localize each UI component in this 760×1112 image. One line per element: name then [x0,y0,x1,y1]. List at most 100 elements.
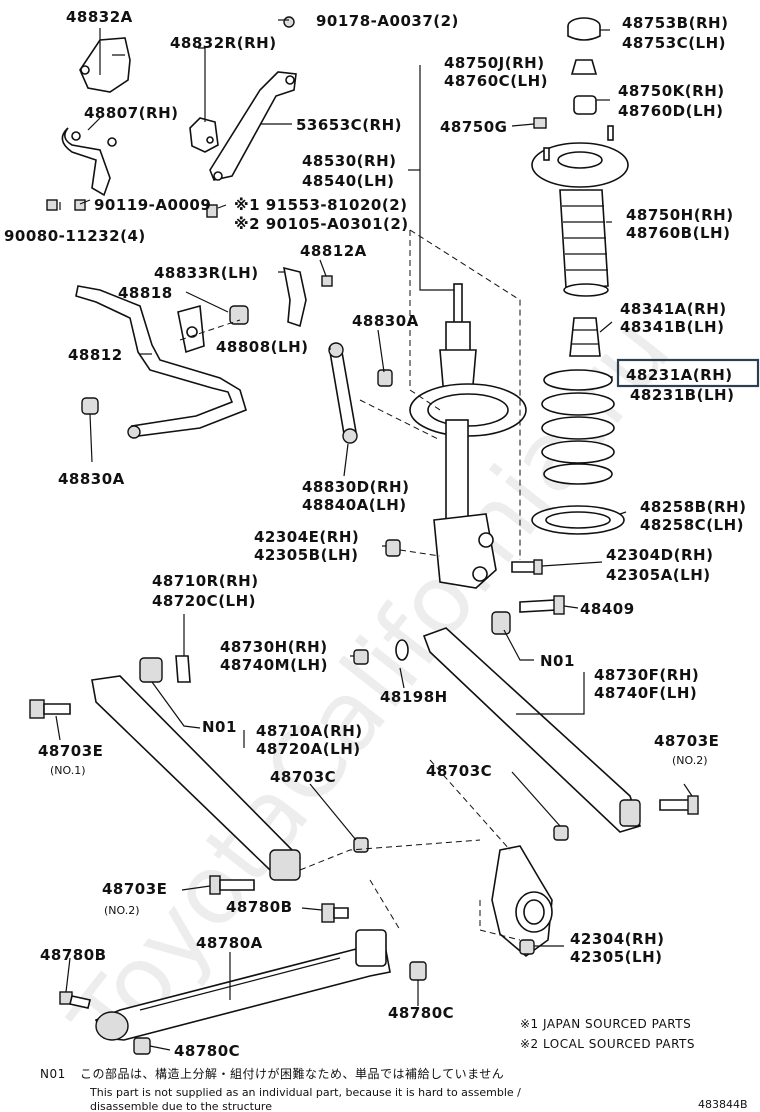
label-90119: 90119-A0009 [94,196,211,214]
bushing-48830A-top [377,369,393,387]
label-48231A: 48231A(RH) [626,366,733,384]
label-48760C: 48760C(LH) [444,72,548,90]
cap-48753B [567,17,601,41]
bracket-48807 [61,127,117,197]
bushing-48812A [321,275,333,287]
label-90105: ※2 90105-A0301(2) [234,215,409,233]
nut-48703C-right [553,825,569,841]
label-48703E-right: 48703E [654,732,719,750]
label-42305B: 42305B(LH) [254,546,358,564]
bolt-48703E-left [29,699,71,719]
label-90178: 90178-A0037(2) [316,12,459,30]
label-91553: ※1 91553-81020(2) [234,196,408,214]
labels: 48832A 90178-A0037(2) 48832R(RH) 48807(R… [4,8,760,1060]
bushing-48818 [229,305,249,325]
label-48780C-bottom: 48780C [174,1042,240,1060]
trailing-arm-48780A [94,929,391,1041]
label-48760B: 48760B(LH) [626,224,730,242]
stabilizer-bar-48812 [75,285,247,439]
label-48750J: 48750J(RH) [444,54,545,72]
label-NO1: (NO.1) [50,764,86,777]
nut-48780C-mid [409,961,427,981]
bump-stop-48341A [569,317,601,357]
note-japan-sourced: ※1 JAPAN SOURCED PARTS [520,1017,691,1031]
label-48710R: 48710R(RH) [152,572,259,590]
label-48753C: 48753C(LH) [622,34,726,52]
bracket-48710R [175,655,191,683]
label-N01-right: N01 [540,652,575,670]
label-48832R: 48832R(RH) [170,34,277,52]
bolt-48703E-mid [209,875,255,895]
label-NO2-right: (NO.2) [672,754,708,767]
label-48780C-mid: 48780C [388,1004,454,1022]
label-48812A: 48812A [300,242,367,260]
arm-48710A [91,657,302,881]
label-48807: 48807(RH) [84,104,179,122]
label-48780A: 48780A [196,934,263,952]
label-48730H: 48730H(RH) [220,638,328,656]
bracket-48808 [177,304,205,354]
label-48530: 48530(RH) [302,152,397,170]
bolt-48780B-left [59,991,91,1009]
bolt-91553 [206,204,218,218]
label-48409: 48409 [580,600,635,618]
label-53653C: 53653C(RH) [296,116,402,134]
shock-absorber-48530 [409,283,527,589]
label-48258C: 48258C(LH) [640,516,744,534]
label-48710A: 48710A(RH) [256,722,363,740]
note-local-sourced: ※2 LOCAL SOURCED PARTS [520,1037,695,1051]
label-48830A-top: 48830A [352,312,419,330]
label-48720C: 48720C(LH) [152,592,256,610]
bracket-48833R [282,266,307,328]
label-NO2-mid: (NO.2) [104,904,140,917]
label-48780B-mid: 48780B [226,898,293,916]
label-48750K: 48750K(RH) [618,82,725,100]
label-48740M: 48740M(LH) [220,656,328,674]
label-48258B: 48258B(RH) [640,498,746,516]
label-42304E: 42304E(RH) [254,528,359,546]
spring-seat-48258B [531,505,625,535]
label-42304: 42304(RH) [570,930,665,948]
label-42305A: 42305A(LH) [606,566,711,584]
bolt-42304E [385,539,401,557]
label-48780B-left: 48780B [40,946,107,964]
note-n01-english-2: disassemble due to the structure [90,1100,272,1112]
label-48703E-mid: 48703E [102,880,167,898]
arm-48730F [422,611,642,833]
knuckle-42304 [491,845,553,958]
label-48808: 48808(LH) [216,338,309,356]
leader-lines [55,19,693,1051]
label-48703E-left: 48703E [38,742,103,760]
label-90080: 90080-11232(4) [4,227,146,245]
bushing-48760D [573,95,597,115]
bolt-48780B-mid [321,903,349,923]
label-48703C-mid: 48703C [270,768,336,786]
label-48730F: 48730F(RH) [594,666,699,684]
stabilizer-bracket-48832A [79,37,131,93]
nut-48750G [533,117,547,129]
bolt-42304D [511,559,543,575]
label-48832A: 48832A [66,8,133,26]
bracket-48832R [189,117,219,153]
bolts-90080 [46,199,86,211]
figure-id: 483844B [698,1098,748,1111]
label-48840A: 48840A(LH) [302,496,407,514]
label-48750G: 48750G [440,118,508,136]
label-48198H: 48198H [380,688,448,706]
label-42305: 42305(LH) [570,948,663,966]
label-48812: 48812 [68,346,123,364]
label-48231B: 48231B(LH) [630,386,734,404]
label-48720A: 48720A(LH) [256,740,361,758]
nut-48780C-bottom [133,1037,151,1055]
note-n01-english-1: This part is not supplied as an individu… [89,1086,521,1099]
label-48753B: 48753B(RH) [622,14,728,32]
nut-48703C-mid [353,837,369,853]
stabilizer-link-48830D [328,342,358,444]
n01-footnote: N01 この部品は、構造上分解・組付けが困難なため、単品では補給していません T… [40,1066,521,1112]
dashed-lines [179,229,521,941]
label-48740F: 48740F(LH) [594,684,697,702]
label-48760D: 48760D(LH) [618,102,723,120]
label-48341B: 48341B(LH) [620,318,724,336]
nut-48730H [353,649,369,665]
